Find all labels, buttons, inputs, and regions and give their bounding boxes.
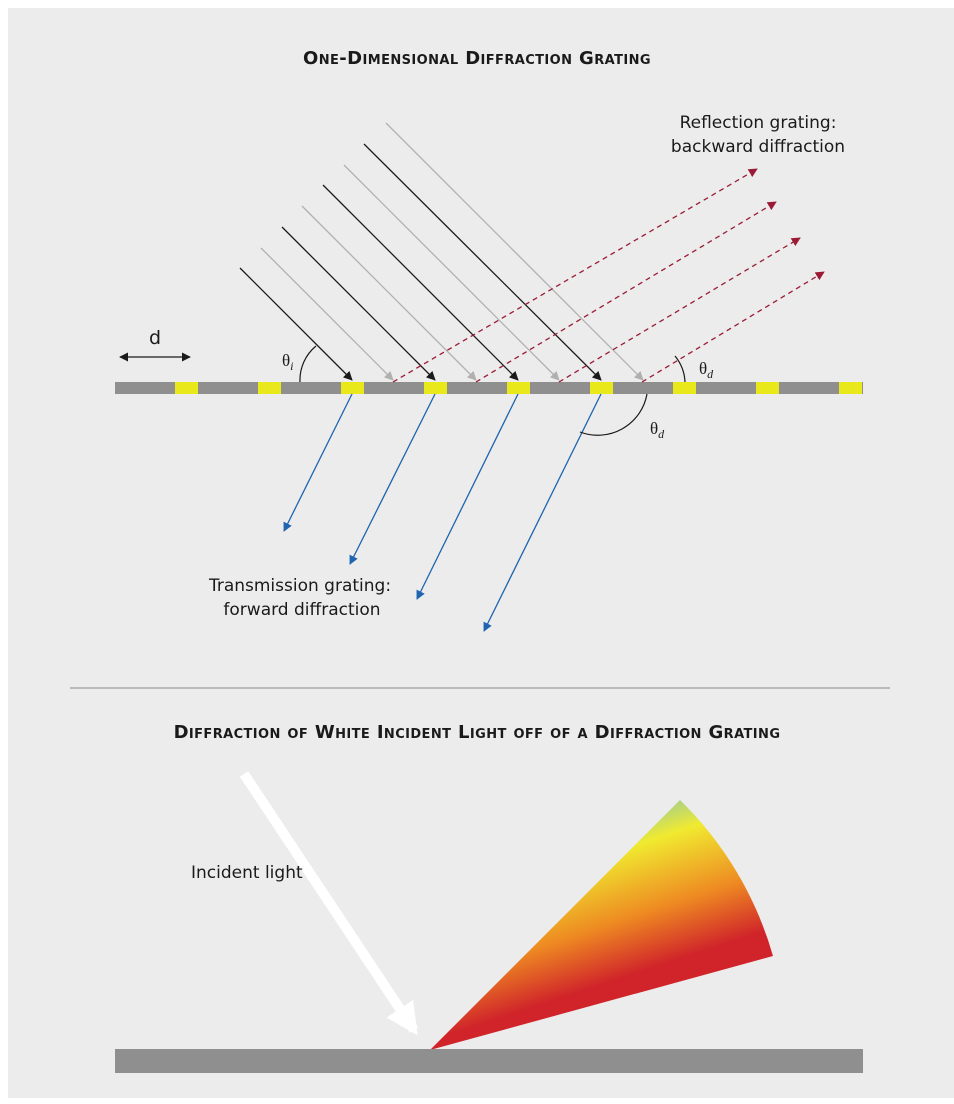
reflective-surface — [115, 1049, 863, 1073]
grating-bar — [115, 382, 863, 394]
bottom-title: Diffraction of White Incident Light off … — [174, 722, 781, 743]
reflected-ray — [475, 201, 777, 383]
reflected-ray — [392, 168, 758, 383]
reflection-label-line1: Reflection grating: — [680, 113, 837, 133]
grating-slit — [590, 382, 613, 394]
incidence-angle-arc — [299, 345, 317, 383]
grating-slits — [175, 382, 862, 394]
transmitted-ray — [349, 393, 436, 565]
reflection-angle-arc — [674, 355, 686, 383]
incident-ray-black — [322, 184, 519, 381]
figure-panel — [8, 8, 954, 1098]
grating-slit — [341, 382, 364, 394]
transmitted-rays — [283, 393, 602, 632]
grating-slit — [507, 382, 530, 394]
grating-slit — [424, 382, 447, 394]
reflected-rays — [392, 168, 825, 383]
transmitted-ray — [416, 393, 519, 600]
incident-rays — [239, 122, 644, 381]
grating-slit — [258, 382, 281, 394]
grating-slit — [839, 382, 862, 394]
incident-light-label: Incident light — [191, 863, 303, 883]
transmission-label-line1: Transmission grating: — [208, 576, 391, 596]
theta-d-transmit-label: θd — [650, 419, 665, 441]
incident-ray-gray — [301, 205, 477, 381]
incident-ray-gray — [260, 247, 394, 381]
grating-slit — [756, 382, 779, 394]
period-label: d — [149, 327, 161, 349]
incident-ray-black — [239, 267, 353, 381]
incident-light-arrow — [239, 771, 419, 1036]
theta-i-label: θi — [282, 351, 294, 373]
reflected-ray — [558, 237, 801, 383]
reflection-label-line2: backward diffraction — [671, 137, 845, 157]
transmitted-ray — [483, 393, 602, 632]
grating-slit — [175, 382, 198, 394]
diffracted-spectrum — [430, 800, 773, 1050]
incident-ray-gray — [385, 122, 644, 381]
reflected-ray — [641, 271, 825, 383]
transmitted-ray — [283, 393, 353, 532]
incident-ray-gray — [343, 164, 560, 381]
transmission-angle-arc — [579, 393, 648, 436]
incident-ray-black — [363, 143, 602, 381]
transmission-label-line2: forward diffraction — [223, 600, 380, 620]
period-indicator: d — [119, 327, 191, 362]
theta-d-reflect-label: θd — [699, 359, 714, 381]
incident-ray-black — [281, 226, 436, 381]
grating-slit — [673, 382, 696, 394]
top-title: One-Dimensional Diffraction Grating — [303, 48, 651, 69]
